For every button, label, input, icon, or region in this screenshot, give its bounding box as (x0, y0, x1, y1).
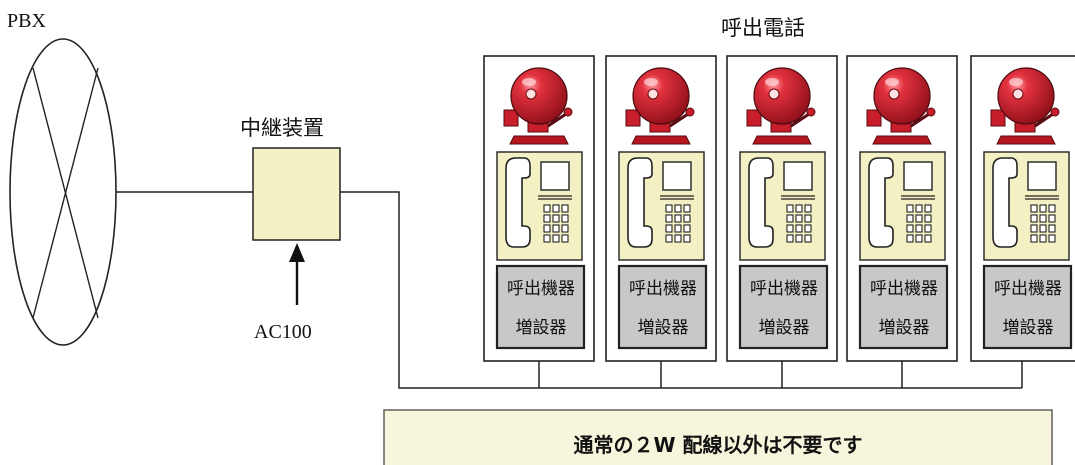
pbx-label: PBX (7, 10, 46, 32)
note-text: 通常の２W 配線以外は不要です (573, 433, 862, 457)
extender-label-line2: 増設器 (759, 318, 810, 337)
extender-label-line2: 増設器 (1003, 318, 1054, 337)
extender-label-line2: 増設器 (638, 318, 689, 337)
power-label: AC100 (254, 321, 312, 343)
power-arrow (289, 243, 305, 305)
relay-label: 中継装置 (240, 116, 324, 140)
note-box (383, 409, 1053, 465)
extender-label-line2: 増設器 (879, 318, 930, 337)
phone-unit-1: 呼出機器 増設器 (482, 54, 596, 388)
extender-label-line1: 呼出機器 (994, 279, 1062, 298)
phone-unit-5: 呼出機器 増設器 (969, 54, 1075, 388)
phone-unit-2: 呼出機器 増設器 (604, 54, 718, 388)
relay-device (252, 147, 341, 241)
relay-bus-line (340, 191, 1022, 389)
phone-unit-3: 呼出機器 増設器 (725, 54, 839, 388)
phones-title: 呼出電話 (721, 16, 805, 40)
extender-label-line1: 呼出機器 (870, 279, 938, 298)
extender-label-line1: 呼出機器 (507, 279, 575, 298)
extender-label-line1: 呼出機器 (629, 279, 697, 298)
phone-unit-4: 呼出機器 増設器 (845, 54, 959, 388)
extender-label-line1: 呼出機器 (750, 279, 818, 298)
pbx-node (9, 38, 117, 346)
extender-label-line2: 増設器 (516, 318, 567, 337)
